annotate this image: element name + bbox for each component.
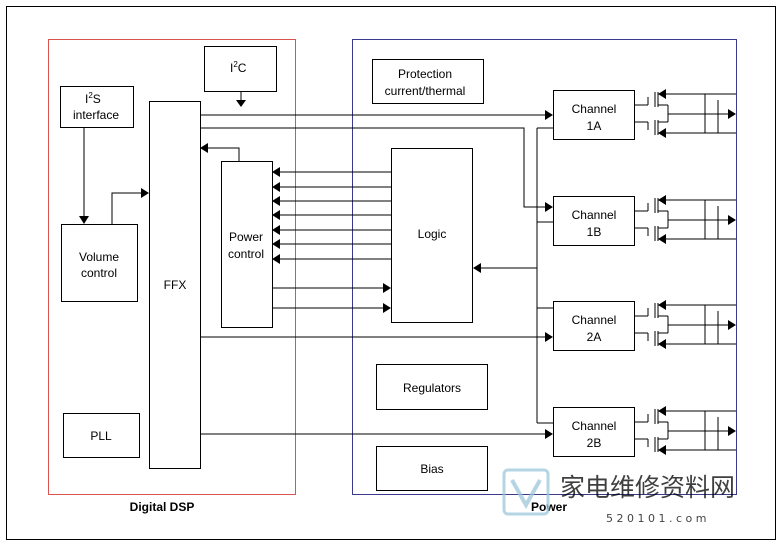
ffx-label: FFX: [164, 278, 187, 292]
channel-1b-block: Channel 1B: [553, 196, 635, 246]
ch0-bottom-rail-arrow: [658, 128, 666, 138]
channel-2a-block: Channel 2A: [553, 301, 635, 351]
volume-control-block: Volume control: [61, 224, 138, 302]
i2s-interface-block: I2S interface: [60, 86, 134, 128]
i2s-sup: 2: [88, 91, 93, 100]
connection-wires: [79, 92, 553, 439]
i2s-label-line2: interface: [73, 108, 119, 122]
watermark: 家电维修资料网 5 2 0 1 0 1 . c o m: [502, 468, 735, 525]
channel-2b-block: Channel 2B: [553, 407, 635, 457]
i2c-prefix: I: [230, 61, 233, 75]
ch3-bottom-rail-arrow: [658, 445, 666, 455]
digital-dsp-caption: Digital DSP: [130, 500, 195, 514]
i2c-sup: 2: [233, 60, 238, 69]
ch0-output-arrow: [728, 109, 736, 119]
channel-2b-label-line2: 2B: [587, 436, 602, 450]
ch2-bottom-rail-arrow: [658, 339, 666, 349]
i2c-block: I2C: [204, 46, 277, 92]
ch0-top-rail-arrow: [658, 89, 666, 99]
channel-1a-label-line2: 1A: [587, 119, 602, 133]
watermark-text: 家电维修资料网: [560, 473, 735, 502]
power-control-block: Power control: [221, 161, 273, 328]
channel-2a-label-line1: Channel: [572, 313, 617, 327]
regulators-label: Regulators: [403, 381, 461, 395]
ch3-top-rail-arrow: [658, 406, 666, 416]
svg-text:I2C: I2C: [230, 60, 247, 75]
protection-label-line1: Protection: [398, 67, 452, 81]
ch1-top-rail-arrow: [658, 195, 666, 205]
ch2-output-arrow: [728, 320, 736, 330]
bias-label: Bias: [420, 462, 443, 476]
i2s-suffix: S: [93, 92, 101, 106]
logic-block: Logic: [391, 148, 473, 323]
channel-1b-label-line1: Channel: [572, 208, 617, 222]
svg-text:I2S: I2S: [85, 91, 101, 106]
ch1-bottom-rail-arrow: [658, 234, 666, 244]
protection-label-line2: current/thermal: [385, 84, 466, 98]
bias-block: Bias: [376, 446, 488, 491]
power-region: [352, 39, 737, 495]
channel-1a-label-line1: Channel: [572, 102, 617, 116]
watermark-url: 5 2 0 1 0 1 . c o m: [606, 512, 706, 525]
power-control-label-line1: Power: [229, 230, 263, 244]
i2c-suffix: C: [238, 61, 247, 75]
logic-label: Logic: [418, 227, 447, 241]
protection-block: Protection current/thermal: [372, 59, 484, 104]
volume-label-line1: Volume: [79, 250, 119, 264]
power-control-label-line2: control: [228, 247, 264, 261]
regulators-block: Regulators: [376, 364, 488, 410]
channel-2b-label-line1: Channel: [572, 419, 617, 433]
ch3-output-arrow: [728, 426, 736, 436]
volume-label-line2: control: [81, 266, 117, 280]
pll-label: PLL: [90, 429, 112, 443]
channel-1b-label-line2: 1B: [587, 225, 602, 239]
watermark-logo-icon: [502, 468, 550, 516]
output-stages: [635, 89, 736, 455]
i2s-prefix: I: [85, 92, 88, 106]
digital-dsp-region: [48, 39, 296, 495]
channel-1a-block: Channel 1A: [553, 90, 635, 140]
channel-2a-label-line2: 2A: [587, 330, 602, 344]
ffx-block: FFX: [149, 101, 201, 469]
outer-frame: [6, 6, 776, 540]
ch1-output-arrow: [728, 215, 736, 225]
pll-block: PLL: [63, 413, 140, 458]
ch2-top-rail-arrow: [658, 300, 666, 310]
